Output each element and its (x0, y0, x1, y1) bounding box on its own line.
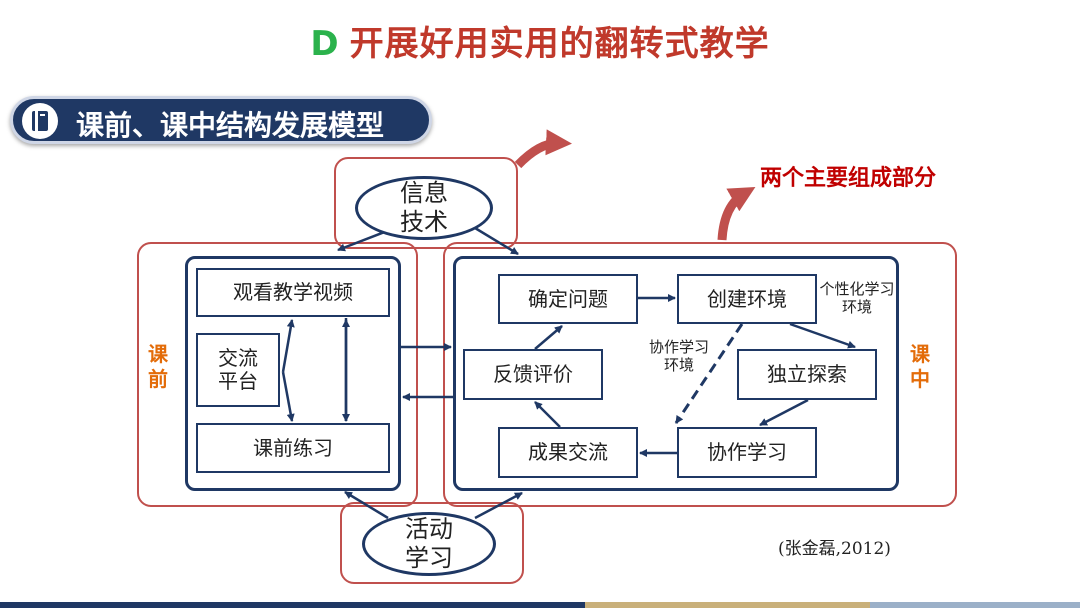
define-problem-box: 确定问题 (498, 274, 638, 324)
platform-box: 交流平台 (196, 333, 280, 407)
feedback-box: 反馈评价 (463, 349, 603, 400)
info-tech-group (334, 157, 518, 249)
in-class-group (443, 242, 957, 507)
pre-class-group (137, 242, 418, 507)
activity-learning-ellipse: 活动学习 (362, 512, 496, 576)
in-class-label: 课中 (910, 342, 930, 391)
title-letter: D (310, 24, 340, 64)
personal-env-note: 个性化学习环境 (819, 280, 895, 316)
section-title: 课前、课中结构发展模型 (76, 109, 385, 142)
section-header (10, 96, 432, 144)
watch-video-box: 观看教学视频 (196, 268, 390, 317)
create-env-box: 创建环境 (677, 274, 817, 324)
book-icon (22, 103, 58, 139)
footer-bar (0, 602, 1080, 608)
annotation-text: 两个主要组成部分 (760, 166, 937, 191)
in-class-container (453, 256, 899, 491)
independent-explore-box: 独立探索 (737, 349, 877, 400)
info-tech-text: 信息技术 (400, 179, 448, 236)
citation: (张金磊,2012) (778, 539, 891, 559)
pre-class-label: 课前 (148, 342, 168, 391)
cooperative-learning-box: 协作学习 (677, 427, 817, 478)
collab-env-note: 协作学习环境 (648, 338, 709, 374)
pre-class-container (185, 256, 401, 491)
info-tech-ellipse: 信息技术 (355, 176, 493, 240)
pre-exercise-box: 课前练习 (196, 423, 390, 473)
platform-text: 交流平台 (218, 346, 258, 393)
activity-learning-text: 活动学习 (405, 515, 453, 572)
share-results-box: 成果交流 (498, 427, 638, 478)
title-text: 开展好用实用的翻转式教学 (349, 24, 770, 64)
activity-learning-group (340, 502, 524, 584)
